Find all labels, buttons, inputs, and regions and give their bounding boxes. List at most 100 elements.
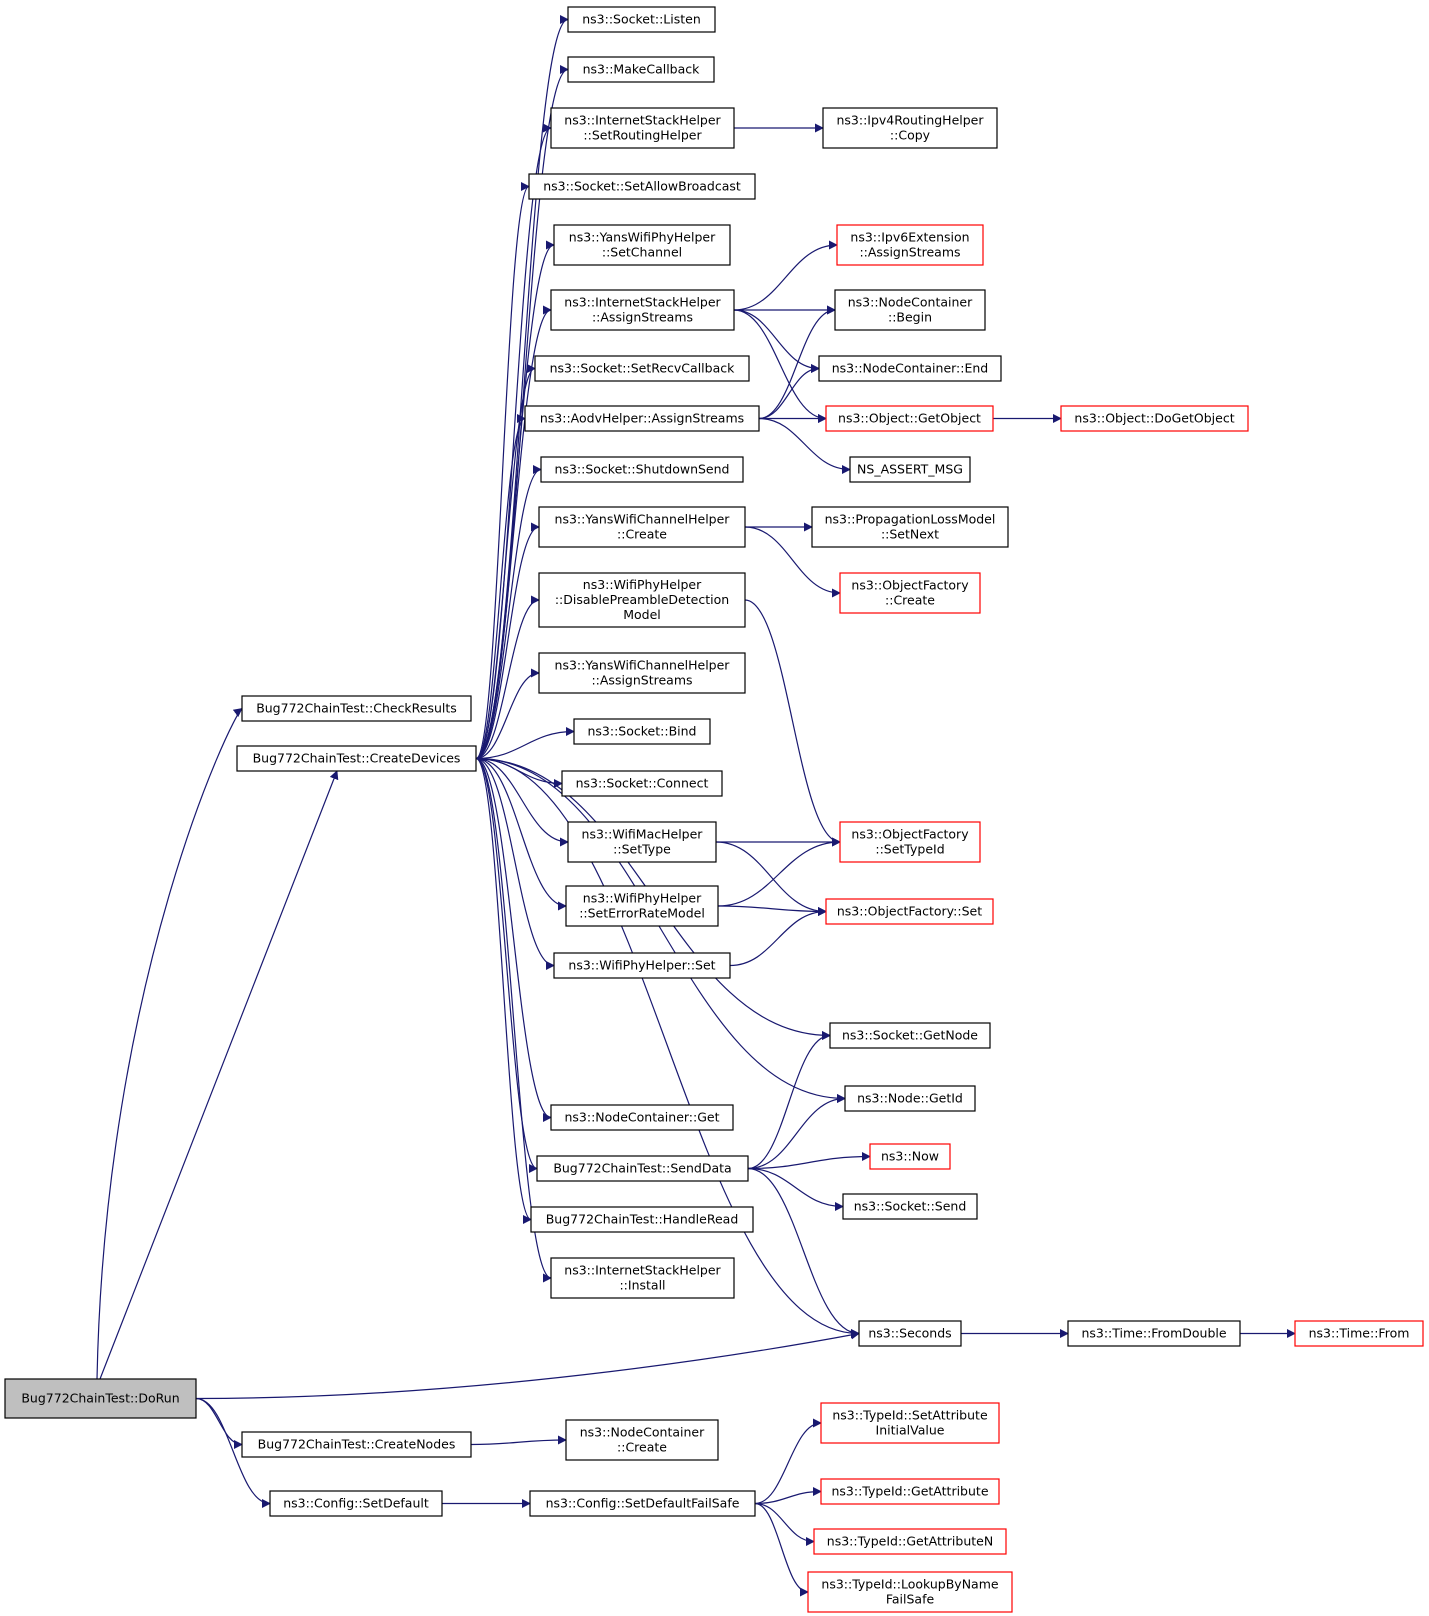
node-box <box>858 1320 962 1347</box>
edge-createdevices-to-wph_set <box>475 757 555 970</box>
edge-config_setdefaultfailsafe-to-typeid_setattributeinitialvalue <box>754 1418 822 1505</box>
node-box <box>822 107 998 149</box>
node-typeid_getattributen[interactable]: ns3::TypeId::GetAttributeN <box>813 1528 1007 1555</box>
node-ipv4rh_copy[interactable]: ns3::Ipv4RoutingHelper::Copy <box>822 107 998 149</box>
node-wph_disablepreamble[interactable]: ns3::WifiPhyHelper::DisablePreambleDetec… <box>538 572 746 628</box>
node-setallowbroadcast[interactable]: ns3::Socket::SetAllowBroadcast <box>528 173 756 200</box>
edge-createdevices-to-ish_assignstreams <box>475 305 552 760</box>
edge-createdevices-to-ywch_assignstreams <box>475 668 540 760</box>
node-wph_seterrorratemodel[interactable]: ns3::WifiPhyHelper::SetErrorRateModel <box>565 885 719 927</box>
node-label: ns3::Now <box>881 1149 939 1164</box>
node-label: ::AssignStreams <box>591 673 692 688</box>
node-label: ns3::NodeContainer <box>848 295 973 310</box>
node-wmh_settype[interactable]: ns3::WifiMacHelper::SetType <box>567 821 717 863</box>
node-box <box>241 1431 472 1458</box>
edge-createdevices-to-handleread <box>475 757 532 1224</box>
node-label: ns3::Socket::Send <box>854 1199 967 1214</box>
node-time_from[interactable]: ns3::Time::From <box>1294 1320 1424 1347</box>
edge-createdevices-to-senddata <box>475 757 538 1173</box>
node-box <box>842 1193 978 1220</box>
node-box <box>1060 405 1249 432</box>
node-checkresults[interactable]: Bug772ChainTest::CheckResults <box>241 695 472 722</box>
node-label: ns3::YansWifiChannelHelper <box>555 512 731 527</box>
edge-senddata-to-now <box>747 1152 871 1170</box>
edge-dorun-to-seconds <box>195 1330 860 1400</box>
node-socket_getnode[interactable]: ns3::Socket::GetNode <box>829 1022 991 1049</box>
node-label: Bug772ChainTest::CheckResults <box>256 701 457 716</box>
node-wph_set[interactable]: ns3::WifiPhyHelper::Set <box>553 952 731 979</box>
node-box <box>820 1402 1000 1444</box>
node-typeid_getattribute[interactable]: ns3::TypeId::GetAttribute <box>820 1478 1000 1505</box>
node-ns_assert_msg[interactable]: NS_ASSERT_MSG <box>849 456 971 483</box>
node-of_settypeid[interactable]: ns3::ObjectFactory::SetTypeId <box>839 821 981 863</box>
node-nc_end[interactable]: ns3::NodeContainer::End <box>818 355 1002 382</box>
node-label: ns3::Socket::SetAllowBroadcast <box>543 179 741 194</box>
node-shutdownsend[interactable]: ns3::Socket::ShutdownSend <box>540 456 744 483</box>
node-ipv6ext_assignstreams[interactable]: ns3::Ipv6Extension::AssignStreams <box>836 224 984 266</box>
node-of_set[interactable]: ns3::ObjectFactory::Set <box>825 898 994 925</box>
node-box <box>524 405 760 432</box>
node-ish_install[interactable]: ns3::InternetStackHelper::Install <box>550 1257 735 1299</box>
node-label: ::SetErrorRateModel <box>579 906 705 921</box>
node-label: ns3::Socket::SetRecvCallback <box>550 361 735 376</box>
node-setrecvcallback[interactable]: ns3::Socket::SetRecvCallback <box>534 355 750 382</box>
node-makecallback[interactable]: ns3::MakeCallback <box>567 56 715 83</box>
node-plm_setnext[interactable]: ns3::PropagationLossModel::SetNext <box>811 506 1009 548</box>
node-handleread[interactable]: Bug772ChainTest::HandleRead <box>530 1206 754 1233</box>
node-label: Bug772ChainTest::CreateDevices <box>253 751 461 766</box>
edges-layer <box>96 15 1296 1597</box>
node-label: ns3::NodeContainer::Get <box>565 1110 720 1125</box>
node-senddata[interactable]: Bug772ChainTest::SendData <box>536 1155 749 1182</box>
node-box <box>869 1143 951 1170</box>
node-box <box>834 289 986 331</box>
node-time_fromdouble[interactable]: ns3::Time::FromDouble <box>1067 1320 1241 1347</box>
node-label: ::SetTypeId <box>875 842 944 857</box>
node-connect[interactable]: ns3::Socket::Connect <box>561 770 723 797</box>
node-label: ns3::Socket::ShutdownSend <box>555 462 730 477</box>
node-seconds[interactable]: ns3::Seconds <box>858 1320 962 1347</box>
node-box <box>553 952 731 979</box>
edge-senddata-to-socket_getnode <box>747 1031 831 1170</box>
node-box <box>811 506 1009 548</box>
node-node_getid[interactable]: ns3::Node::GetId <box>844 1085 976 1112</box>
edge-wph_seterrorratemodel-to-of_settypeid <box>717 837 841 907</box>
node-ywph_setchannel[interactable]: ns3::YansWifiPhyHelper::SetChannel <box>553 224 731 266</box>
node-label: ns3::AodvHelper::AssignStreams <box>540 411 744 426</box>
node-box <box>536 1155 749 1182</box>
node-label: ns3::PropagationLossModel <box>825 512 996 527</box>
node-label: ns3::WifiPhyHelper::Set <box>568 958 715 973</box>
node-bind[interactable]: ns3::Socket::Bind <box>573 718 711 745</box>
node-label: ::Install <box>619 1278 665 1293</box>
node-label: ns3::NodeContainer::End <box>832 361 988 376</box>
node-object_dogetobject[interactable]: ns3::Object::DoGetObject <box>1060 405 1249 432</box>
node-config_setdefault[interactable]: ns3::Config::SetDefault <box>269 1490 443 1517</box>
node-box <box>844 1085 976 1112</box>
edge-aodv_assignstreams-to-ns_assert_msg <box>758 417 851 474</box>
node-object_getobject[interactable]: ns3::Object::GetObject <box>825 405 994 432</box>
node-ywch_create[interactable]: ns3::YansWifiChannelHelper::Create <box>538 506 746 548</box>
node-nc_get[interactable]: ns3::NodeContainer::Get <box>550 1104 734 1131</box>
node-aodv_assignstreams[interactable]: ns3::AodvHelper::AssignStreams <box>524 405 760 432</box>
node-ywch_assignstreams[interactable]: ns3::YansWifiChannelHelper::AssignStream… <box>538 652 746 694</box>
node-box <box>528 173 756 200</box>
node-now[interactable]: ns3::Now <box>869 1143 951 1170</box>
node-config_setdefaultfailsafe[interactable]: ns3::Config::SetDefaultFailSafe <box>529 1490 756 1517</box>
node-socket_send[interactable]: ns3::Socket::Send <box>842 1193 978 1220</box>
node-label: ns3::WifiPhyHelper <box>583 891 702 906</box>
node-createnodes[interactable]: Bug772ChainTest::CreateNodes <box>241 1431 472 1458</box>
edge-wph_set-to-of_set <box>729 907 827 967</box>
edge-ywch_create-to-of_create <box>744 526 841 598</box>
node-listen[interactable]: ns3::Socket::Listen <box>567 6 716 33</box>
node-of_create[interactable]: ns3::ObjectFactory::Create <box>839 572 981 614</box>
node-createdevices[interactable]: Bug772ChainTest::CreateDevices <box>236 745 477 772</box>
node-label: ns3::Config::SetDefaultFailSafe <box>546 1496 740 1511</box>
node-dorun[interactable]: Bug772ChainTest::DoRun <box>4 1378 197 1419</box>
node-ish_assignstreams[interactable]: ns3::InternetStackHelper::AssignStreams <box>550 289 735 331</box>
node-ish_setroutinghelper[interactable]: ns3::InternetStackHelper::SetRoutingHelp… <box>550 107 735 149</box>
node-nc_create[interactable]: ns3::NodeContainer::Create <box>565 1419 719 1461</box>
node-nc_begin[interactable]: ns3::NodeContainer::Begin <box>834 289 986 331</box>
node-label: ns3::Node::GetId <box>857 1091 963 1106</box>
node-box <box>565 885 719 927</box>
